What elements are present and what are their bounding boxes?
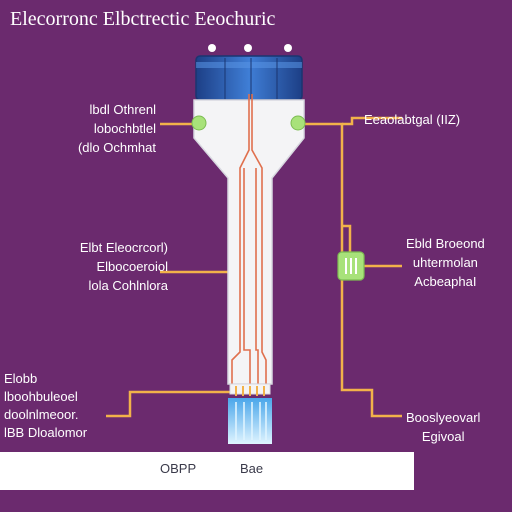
label-line: lobochbtlel (93, 121, 156, 136)
label-line: lboohbuleoel (4, 389, 78, 404)
top-cap (195, 44, 303, 101)
base-label-right: Bae (240, 461, 264, 476)
label-line: AcbeaphaI (414, 274, 477, 289)
label-line: (dlo Ochmhat (77, 140, 156, 155)
label-line: Ebld Broeond (406, 236, 485, 251)
label-right-middle: Ebld Broeond uhtermolan AcbeaphaI (406, 234, 485, 291)
label-line: Egivoal (421, 429, 465, 444)
connector-left-bottom (106, 390, 232, 418)
light-dot (244, 44, 252, 52)
label-line: uhtermolan (412, 255, 478, 270)
connector-right-main (304, 122, 402, 418)
left-node-icon (191, 115, 207, 131)
label-line: doolnlmeoor. (4, 407, 79, 422)
base-label-left: OBPP (160, 461, 197, 476)
label-line: Elobb (4, 371, 38, 386)
label-line: Eeaolabtgal (IIZ) (364, 112, 461, 127)
tube-body (193, 99, 305, 385)
label-line: Elbocoeroiol (96, 259, 168, 274)
connector-right-top (342, 116, 402, 126)
label-right-bottom: Booslyeovarl Egivoal (406, 408, 480, 446)
label-left-bottom: Elobb lboohbuleoel doolnlmeoor. lBB Dloa… (4, 370, 87, 442)
label-left-top: lbdl Othrenl lobochbtlel (dlo Ochmhat (78, 100, 156, 157)
indicator-icon (337, 251, 365, 281)
label-line: Elbt Eleocrcorl) (79, 240, 168, 255)
emitter-glow (228, 383, 272, 444)
label-line: lola Cohlnlora (88, 278, 169, 293)
label-line: lBB Dloalomor (4, 425, 88, 440)
internal-wires (231, 94, 267, 384)
diagram-title: Elecorronc Elbctrectic Eeochuric (10, 8, 276, 30)
light-dot (284, 44, 292, 52)
label-line: Booslyeovarl (406, 410, 481, 425)
light-dot (208, 44, 216, 52)
label-left-middle: Elbt Eleocrcorl) Elbocoeroiol lola Cohln… (80, 238, 168, 295)
connector-lines (106, 116, 402, 418)
label-right-top: Eeaolabtgal (IIZ) (364, 110, 460, 129)
right-node-icon (290, 115, 306, 131)
connector-right-indicator (342, 224, 352, 260)
label-line: lbdl Othrenl (89, 102, 156, 117)
base-plate (0, 452, 414, 490)
